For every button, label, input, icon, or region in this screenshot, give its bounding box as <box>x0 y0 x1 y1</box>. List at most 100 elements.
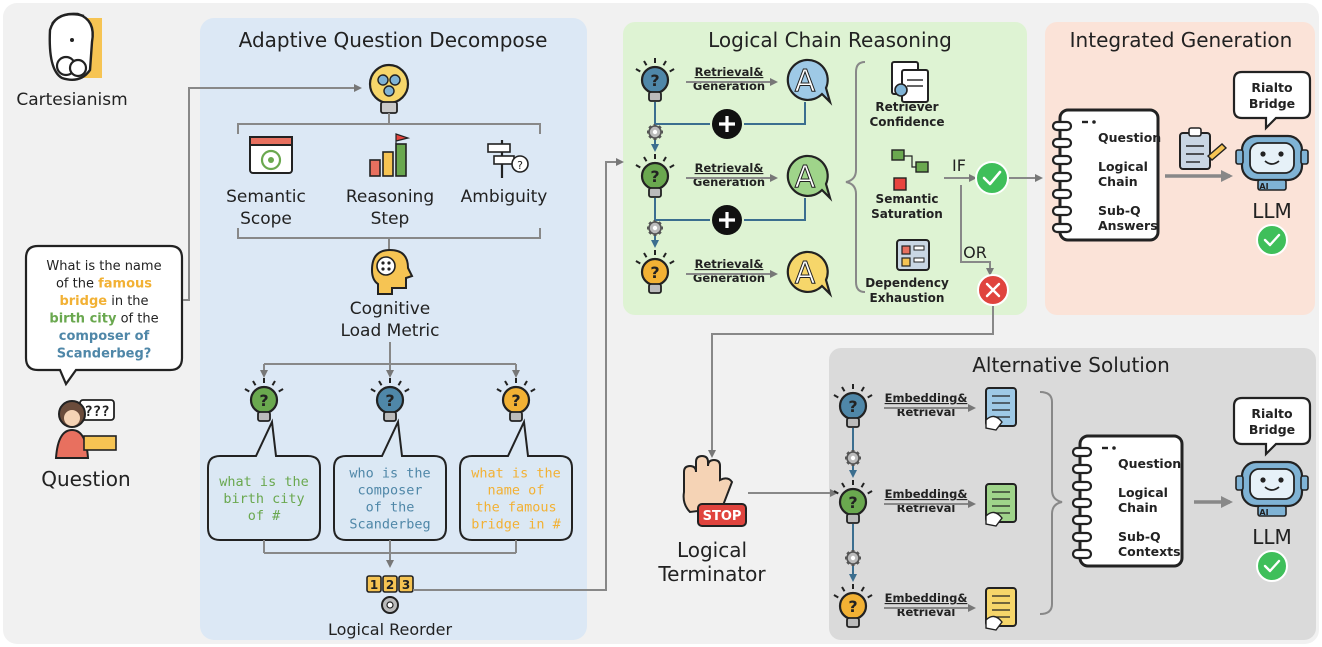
question-bubble <box>24 244 184 387</box>
criteria-label: Retriever <box>875 100 938 114</box>
terminator-label-line1: Logical <box>677 538 747 562</box>
svg-text:???: ??? <box>84 404 109 420</box>
reasoning-bulb-icon: ? <box>635 154 675 198</box>
clipboard-icon <box>1179 127 1228 170</box>
if-label: IF <box>952 156 966 175</box>
answer-bubble-text: Rialto <box>1251 80 1293 95</box>
subquestion-text: Scanderbeg <box>349 517 430 533</box>
subquestion-bulb-icon: ? <box>496 378 536 422</box>
metric-label-line2: Load Metric <box>340 321 439 341</box>
question-line: What is the name <box>46 259 161 274</box>
svg-text:?: ? <box>511 391 520 410</box>
dependency-exhaustion-icon <box>896 239 930 271</box>
subquestion-text: what is the <box>471 466 560 482</box>
reasoning-bulb-icon: ? <box>635 58 675 102</box>
notebook-item: Sub-Q <box>1118 529 1161 544</box>
plus-icon <box>712 205 742 235</box>
notebook-item: Chain <box>1098 174 1138 189</box>
alternative-title: Alternative Solution <box>972 353 1170 377</box>
svg-text:?: ? <box>650 167 659 186</box>
terminator-label-line2: Terminator <box>657 562 766 586</box>
criteria-label: Dependency <box>865 276 949 290</box>
integrated-title: Integrated Generation <box>1070 28 1293 52</box>
question-line: bridge in the <box>59 294 148 309</box>
step-label: Retrieval& <box>695 65 764 79</box>
alternative-chain: ?Embedding&Retrieval?Embedding&Retrieval… <box>833 384 1017 631</box>
step-label: Embedding& <box>885 591 968 605</box>
answer-icon: A <box>786 250 833 298</box>
metric-label-line1: Cognitive <box>350 299 430 319</box>
notebook-item: Contexts <box>1118 544 1181 559</box>
svg-text:?: ? <box>385 391 394 410</box>
stop-hand-icon <box>682 454 747 527</box>
philosopher-icon <box>48 12 102 81</box>
answer-bubble-text: Bridge <box>1249 96 1295 111</box>
answer-letter: A <box>795 256 816 291</box>
subquestion-box <box>207 418 321 541</box>
reorder-to-reasoning-arrow <box>413 158 624 591</box>
decompose-bulbs: ??? <box>244 378 536 422</box>
notebook-item: Question <box>1098 130 1161 145</box>
svg-text:?: ? <box>848 597 857 616</box>
alternative-bulb-icon: ? <box>833 384 873 428</box>
subquestion-text: name of <box>488 483 545 499</box>
reorder-digit: 3 <box>402 578 410 592</box>
alternative-panel <box>829 348 1316 640</box>
cross-to-terminator-arrow <box>708 306 994 458</box>
notebook-item: Answers <box>1098 218 1158 233</box>
step-label: Embedding& <box>885 391 968 405</box>
answer-letter: A <box>795 64 816 99</box>
cartesianism-label: Cartesianism <box>16 90 127 110</box>
step-label: Embedding& <box>885 487 968 501</box>
notebook-item: Chain <box>1118 500 1158 515</box>
factor-label: Step <box>371 209 410 229</box>
reorder-label: Logical Reorder <box>328 620 452 639</box>
context-document-icon <box>985 483 1017 527</box>
subquestion-text: the famous <box>475 500 556 516</box>
notebook-item: Question <box>1118 456 1181 471</box>
llm-label: LLM <box>1252 199 1292 223</box>
semantic-scope-icon <box>249 136 293 174</box>
retriever-confidence-icon <box>891 61 929 103</box>
context-document-icon <box>985 587 1017 631</box>
check-icon <box>975 161 1009 195</box>
semantic-saturation-icon <box>891 149 929 191</box>
criteria-label: Exhaustion <box>870 291 945 305</box>
answer-bubble-text: Rialto <box>1251 406 1293 421</box>
check-icon <box>1256 224 1288 256</box>
gear-icon <box>647 220 663 236</box>
svg-text:?: ? <box>848 493 857 512</box>
subquestion-box <box>333 418 447 541</box>
question-line: composer of <box>59 329 150 344</box>
step-label: Retrieval& <box>695 257 764 271</box>
answer-icon: A <box>786 58 833 106</box>
gear-bulb-icon <box>368 63 410 114</box>
notebook-item: Sub-Q <box>1098 203 1141 218</box>
plus-icon <box>712 109 742 139</box>
llm-label: LLM <box>1252 525 1292 549</box>
criteria-label: Saturation <box>871 207 943 221</box>
subquestion-text: birth city <box>223 491 304 507</box>
subquestion-text: what is the <box>219 474 308 490</box>
subquestion-bulb-icon: ? <box>370 378 410 422</box>
question-line: birth city of the <box>49 312 158 327</box>
alternative-bracket <box>1039 391 1063 615</box>
check-icon <box>1256 550 1288 582</box>
question-to-decompose-arrow <box>183 84 362 301</box>
notebook-item: Logical <box>1118 485 1168 500</box>
reasoning-step-icon <box>369 133 411 177</box>
subquestion-text: of the <box>366 500 415 516</box>
context-document-icon <box>985 387 1017 431</box>
stop-sign-text: STOP <box>703 509 742 524</box>
gear-icon <box>845 450 861 466</box>
cognitive-head-icon <box>370 248 414 295</box>
criteria-bracket <box>845 61 866 293</box>
criteria-labels: RetrieverConfidenceSemanticSaturationDep… <box>865 100 949 305</box>
or-label: OR <box>963 243 987 262</box>
